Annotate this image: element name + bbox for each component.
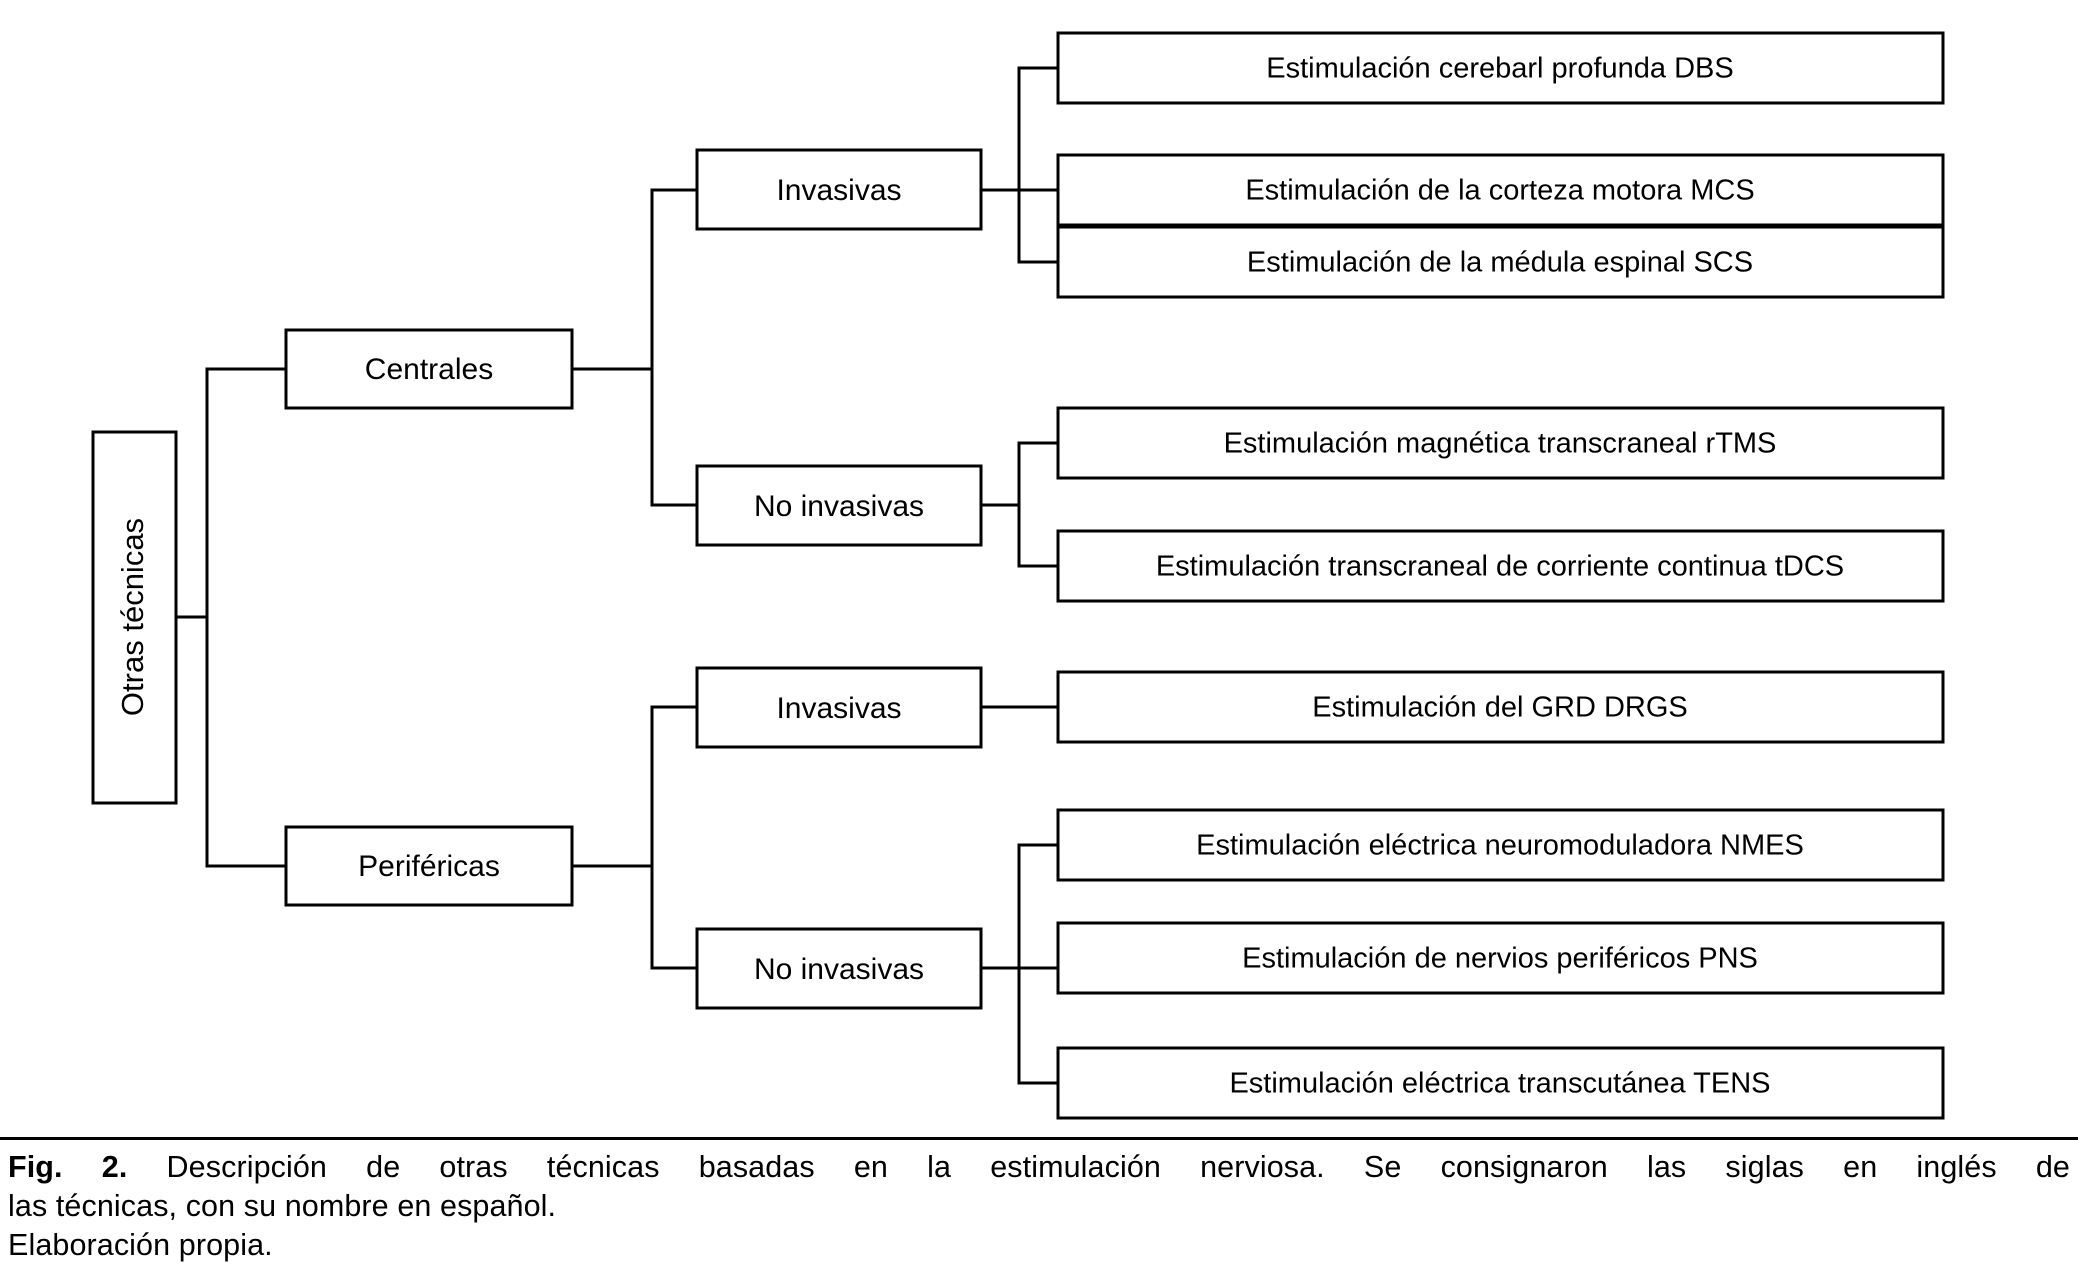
figure-caption: Fig. 2. Descripción de otras técnicas ba… [8, 1148, 2070, 1265]
node-leaf-tens[interactable]: Estimulación eléctrica transcutánea TENS [1056, 1046, 1945, 1120]
node-label-otras-tecnicas: Otras técnicas [115, 518, 150, 716]
caption-divider [0, 1137, 2078, 1140]
node-otras-tecnicas[interactable]: Otras técnicas [91, 430, 178, 805]
node-label-invasivas-centrales: Invasivas [776, 174, 901, 207]
tree-diagram: Otras técnicas Centrales Periféricas Inv… [91, 31, 1945, 1120]
node-invasivas-centrales[interactable]: Invasivas [695, 148, 983, 231]
node-label-leaf-pns: Estimulación de nervios periféricos PNS [1242, 943, 1758, 975]
figure-number-label: Fig. 2. [8, 1150, 128, 1184]
connector-perifericas-to-level2 [570, 705, 699, 970]
node-label-centrales: Centrales [365, 353, 493, 386]
node-leaf-pns[interactable]: Estimulación de nervios periféricos PNS [1056, 921, 1945, 995]
node-label-leaf-tdcs: Estimulación transcraneal de corriente c… [1156, 551, 1844, 583]
node-leaf-nmes[interactable]: Estimulación eléctrica neuromoduladora N… [1056, 808, 1945, 882]
node-invasivas-perifericas[interactable]: Invasivas [695, 666, 983, 749]
node-label-leaf-dbs: Estimulación cerebarl profunda DBS [1266, 53, 1733, 85]
node-leaf-drgs[interactable]: Estimulación del GRD DRGS [1056, 670, 1945, 744]
node-leaf-scs[interactable]: Estimulación de la médula espinal SCS [1056, 225, 1945, 299]
node-label-leaf-mcs: Estimulación de la corteza motora MCS [1245, 175, 1754, 207]
node-label-no-invasivas-perifericas: No invasivas [754, 953, 924, 986]
node-leaf-rtms[interactable]: Estimulación magnética transcraneal rTMS [1056, 406, 1945, 480]
node-leaf-mcs[interactable]: Estimulación de la corteza motora MCS [1056, 153, 1945, 227]
node-no-invasivas-centrales[interactable]: No invasivas [695, 464, 983, 547]
node-label-invasivas-perifericas: Invasivas [776, 692, 901, 725]
caption-line-3: Elaboración propia. [8, 1228, 273, 1262]
connector-centrales-to-level2 [570, 188, 699, 507]
node-label-leaf-drgs: Estimulación del GRD DRGS [1312, 692, 1688, 724]
node-perifericas[interactable]: Periféricas [284, 825, 574, 907]
node-label-leaf-nmes: Estimulación eléctrica neuromoduladora N… [1196, 830, 1804, 862]
node-leaf-dbs[interactable]: Estimulación cerebarl profunda DBS [1056, 31, 1945, 105]
connector-root-to-level1 [174, 367, 288, 868]
connector-noinvasivas-perifericas-to-leaves [979, 843, 1060, 1085]
node-no-invasivas-perifericas[interactable]: No invasivas [695, 927, 983, 1010]
caption-line-1-text: Descripción de otras técnicas basadas en… [127, 1150, 2070, 1184]
node-label-leaf-tens: Estimulación eléctrica transcutánea TENS [1229, 1068, 1770, 1100]
caption-line-2: las técnicas, con su nombre en español. [8, 1189, 557, 1223]
node-leaf-tdcs[interactable]: Estimulación transcraneal de corriente c… [1056, 529, 1945, 603]
node-label-no-invasivas-centrales: No invasivas [754, 490, 924, 523]
node-label-leaf-scs: Estimulación de la médula espinal SCS [1247, 247, 1753, 279]
connector-noinvasivas-centrales-to-leaves [979, 441, 1060, 568]
caption-line-1: Fig. 2. Descripción de otras técnicas ba… [8, 1148, 2070, 1187]
node-label-leaf-rtms: Estimulación magnética transcraneal rTMS [1224, 428, 1777, 460]
connector-invasivas-centrales-to-leaves [979, 66, 1060, 264]
node-centrales[interactable]: Centrales [284, 328, 574, 410]
node-label-perifericas: Periféricas [358, 850, 500, 883]
